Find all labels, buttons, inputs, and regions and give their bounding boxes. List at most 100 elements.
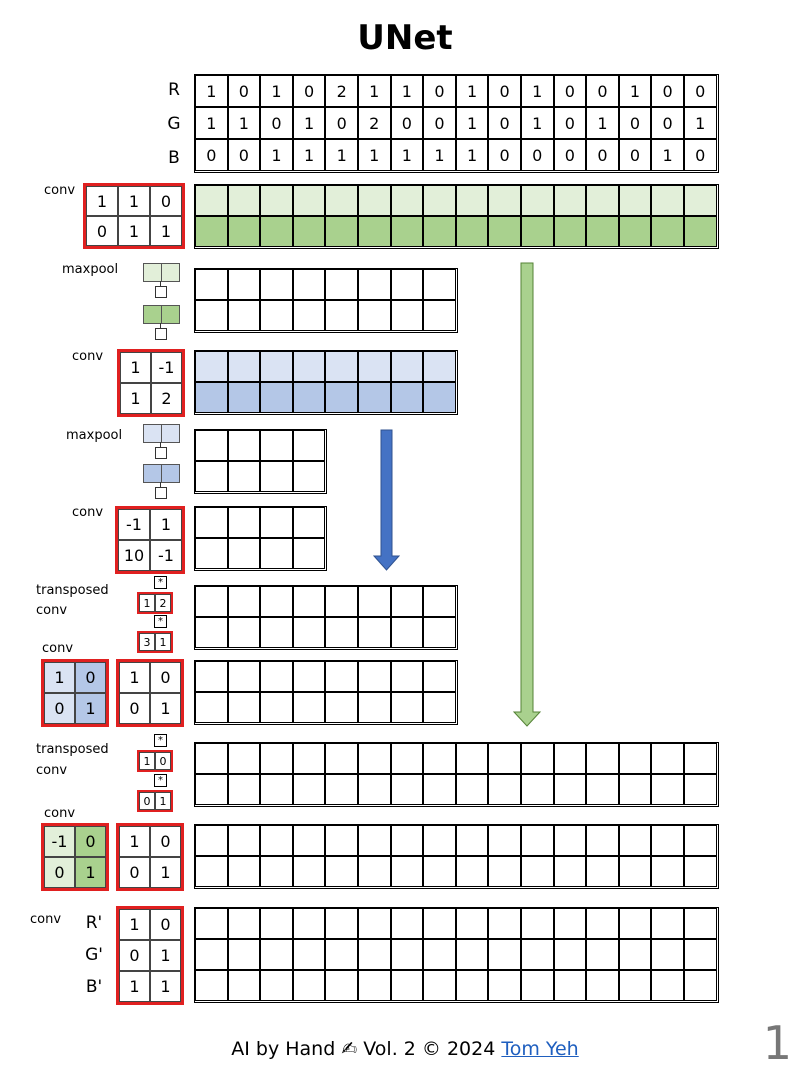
conv4-output-cell (195, 692, 228, 723)
conv5-output-cell (390, 825, 424, 856)
conv1-output-cell (227, 185, 261, 216)
conv2-output-cell (195, 382, 228, 413)
final-output-cell (618, 939, 652, 970)
input-matrix-cell: 1 (455, 139, 489, 171)
pool1-output-cell (325, 300, 358, 331)
conv2-output-cell (260, 382, 293, 413)
final-output-cell (651, 970, 684, 1001)
input-matrix-cell: 1 (292, 139, 326, 171)
tconv1-star-bottom: * (154, 615, 167, 628)
final-output-cell (357, 970, 391, 1001)
conv1-output-cell (683, 216, 717, 247)
input-matrix-cell: 1 (390, 139, 424, 171)
tconv1-kernel-top-cell: 2 (155, 594, 171, 612)
final-output-cell (390, 970, 424, 1001)
final-output-cell (227, 908, 261, 939)
conv2-output-cell (423, 351, 456, 382)
conv1-output-cell (553, 185, 587, 216)
conv5-output-cell (488, 825, 521, 856)
pool1-output-cell (357, 300, 391, 331)
conv5-output-cell (455, 825, 489, 856)
input-matrix-cell: 0 (651, 75, 684, 107)
conv3-kernel-cell: 1 (150, 509, 182, 540)
input-matrix-cell: 1 (455, 107, 489, 139)
tconv1-output-cell (227, 586, 261, 617)
final-output-cell (423, 970, 456, 1001)
pool1-output-cell (260, 300, 293, 331)
pool1-output-cell (423, 300, 456, 331)
pool1-output-cell (325, 269, 358, 300)
tconv2-kernel-bottom-cell: 1 (155, 792, 171, 810)
conv2-output-cell (325, 382, 358, 413)
conv2-output-cell (292, 382, 326, 413)
conv1-output-cell (423, 216, 456, 247)
conv4-output-cell (357, 692, 391, 723)
final-kernel-cell: 1 (150, 940, 181, 971)
tconv2-output-cell (325, 774, 358, 805)
conv5-output-cell (357, 856, 391, 887)
conv5-output-cell (357, 825, 391, 856)
pool2-output-cell (227, 461, 261, 492)
tconv2-output-cell (651, 774, 684, 805)
input-matrix-cell: 0 (325, 107, 358, 139)
final-output-cell (651, 908, 684, 939)
conv2-output-cell (390, 382, 424, 413)
final-output-cell (455, 939, 489, 970)
conv4-output-cell (227, 692, 261, 723)
conv1-output-cell (195, 185, 228, 216)
conv5-output-cell (553, 825, 587, 856)
final-output-cell (488, 970, 521, 1001)
final-output-cell (618, 970, 652, 1001)
final-output-cell (455, 970, 489, 1001)
input-label-1: G (167, 114, 181, 134)
conv2-output (194, 350, 458, 415)
conv1-output-cell (390, 185, 424, 216)
input-matrix-cell: 1 (357, 139, 391, 171)
final-output-cell (325, 970, 358, 1001)
conv5-kernel-cell: 0 (150, 826, 181, 857)
conv1-output-cell (357, 216, 391, 247)
conv1-output-cell (586, 216, 619, 247)
final-output-cell (683, 970, 717, 1001)
conv5-output-cell (651, 856, 684, 887)
conv1-kernel-cell: 1 (118, 216, 150, 246)
conv5-output-cell (227, 856, 261, 887)
final-output-cell (683, 908, 717, 939)
input-matrix-cell: 2 (357, 107, 391, 139)
author-link[interactable]: Tom Yeh (501, 1038, 579, 1060)
conv1-output-cell (423, 185, 456, 216)
tconv2-output-cell (390, 774, 424, 805)
conv5-output-cell (195, 825, 228, 856)
tconv1-output-cell (325, 617, 358, 648)
conv1-output-cell (357, 185, 391, 216)
final-output-cell (586, 970, 619, 1001)
conv3-output-cell (260, 507, 293, 538)
tconv2-star-bottom: * (154, 774, 167, 787)
tconv2-output-cell (553, 743, 587, 774)
final-kernel-cell: 0 (119, 940, 150, 971)
tconv2-kernel-top-cell: 1 (139, 752, 155, 770)
final-label-2: B' (85, 977, 103, 997)
input-matrix-cell: 0 (390, 107, 424, 139)
pool1-output-cell (423, 269, 456, 300)
tconv1-output (194, 585, 458, 650)
conv1-output-cell (260, 216, 293, 247)
input-matrix-cell: 0 (260, 107, 293, 139)
conv5-label: conv (44, 806, 76, 821)
conv3-output-cell (292, 507, 326, 538)
final-output-cell (227, 970, 261, 1001)
final-output-cell (260, 908, 293, 939)
input-matrix-cell: 1 (651, 139, 684, 171)
conv5-output-cell (423, 856, 456, 887)
conv5-skip-kernel-cell: 1 (75, 857, 106, 888)
final-output-cell (553, 939, 587, 970)
conv5-output-cell (553, 856, 587, 887)
input-matrix-cell: 1 (195, 75, 228, 107)
input-matrix-cell: 0 (618, 107, 652, 139)
input-matrix-cell: 1 (455, 75, 489, 107)
tconv1-star-top: * (154, 576, 167, 589)
conv1-output-cell (488, 216, 521, 247)
